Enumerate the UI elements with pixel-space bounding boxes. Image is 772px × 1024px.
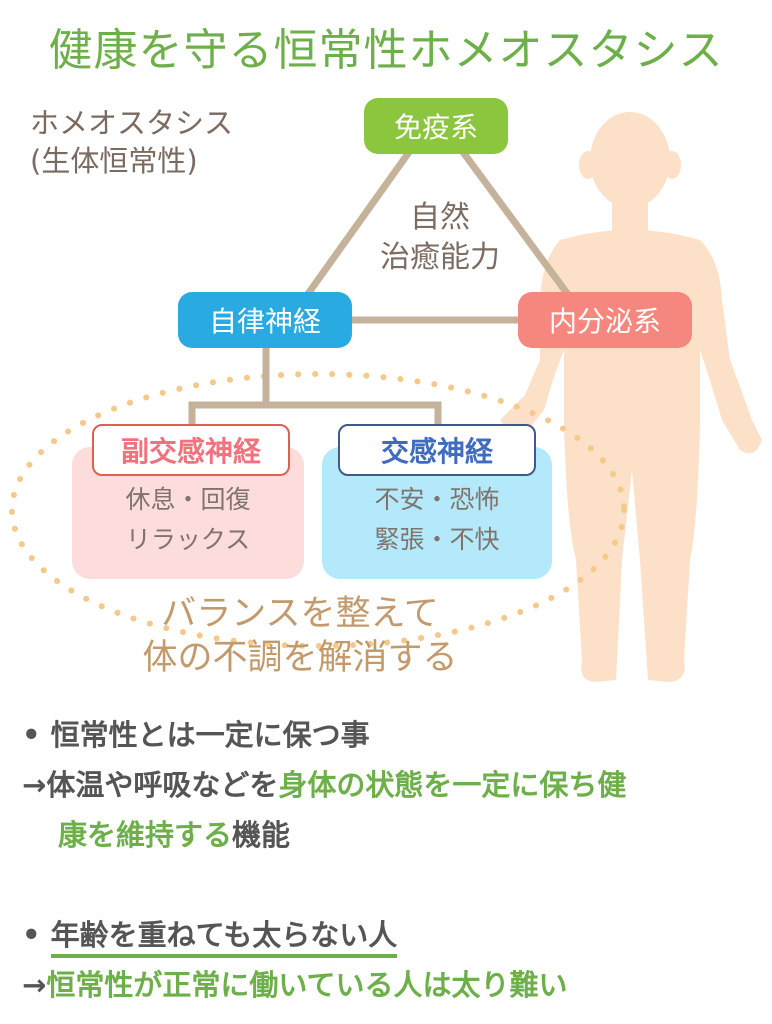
parasympathetic-label-text: 副交感神経 <box>120 435 261 468</box>
node-endocrine-system-label: 内分泌系 <box>548 305 661 338</box>
center-line-1: 自然 <box>410 200 470 235</box>
node-endocrine-system: 内分泌系 <box>518 292 692 348</box>
note-function-cont: 康を維持する機能 <box>58 812 290 854</box>
note-definition-text: 恒常性とは一定に保つ事 <box>50 718 370 752</box>
note-definition: • 恒常性とは一定に保つ事 <box>22 712 370 754</box>
sympathetic-line-1: 不安・恐怖 <box>374 485 500 514</box>
subtitle-line-2: (生体恒常性) <box>30 144 198 178</box>
note-function-highlight-b: 康を維持する <box>58 818 233 852</box>
bullet: • <box>22 718 41 752</box>
sympathetic-line-2: 緊張・不快 <box>374 525 500 554</box>
node-autonomic-nerves: 自律神経 <box>178 292 352 348</box>
note-function: →体温や呼吸などを身体の状態を一定に保ち健 <box>22 762 626 804</box>
bullet: • <box>22 918 41 952</box>
sympathetic-label-text: 交感神経 <box>380 435 493 468</box>
note-age: • 年齢を重ねても太らない人 <box>22 912 398 958</box>
balance-message: バランスを整えて 体の不調を解消する <box>90 592 510 680</box>
parasympathetic-line-1: 休息・回復 <box>125 485 251 514</box>
note-function-part2: 機能 <box>232 818 291 852</box>
parasympathetic-description: 休息・回復 リラックス <box>72 480 304 560</box>
arrow-icon: → <box>22 768 47 802</box>
node-immune-system: 免疫系 <box>364 98 508 154</box>
note-function-part1: 体温や呼吸などを <box>46 768 279 802</box>
note-function-highlight-a: 身体の状態を一定に保ち健 <box>278 768 627 802</box>
parasympathetic-label: 副交感神経 <box>92 424 290 476</box>
note-conclusion: →恒常性が正常に働いている人は太り難い <box>22 962 567 1004</box>
note-conclusion-text: 恒常性が正常に働いている人は太り難い <box>46 968 568 1002</box>
note-age-text: 年齢を重ねても太らない人 <box>50 918 398 958</box>
center-line-2: 治癒能力 <box>380 240 500 275</box>
page-title: 健康を守る恒常性ホメオスタシス <box>48 25 724 76</box>
homeostasis-subtitle: ホメオスタシス (生体恒常性) <box>30 104 233 180</box>
natural-healing-text: 自然 治癒能力 <box>350 198 530 278</box>
arrow-icon: → <box>22 968 47 1002</box>
balance-dotted-ellipse <box>9 371 627 649</box>
sympathetic-description: 不安・恐怖 緊張・不快 <box>322 480 552 560</box>
human-silhouette-icon <box>500 112 762 682</box>
node-autonomic-nerves-label: 自律神経 <box>208 305 321 338</box>
subtitle-line-1: ホメオスタシス <box>30 106 234 140</box>
sympathetic-label: 交感神経 <box>338 424 536 476</box>
balance-line-1: バランスを整えて <box>161 594 439 634</box>
triangle-connectors <box>188 145 575 428</box>
node-immune-system-label: 免疫系 <box>393 111 478 144</box>
balance-line-2: 体の不調を解消する <box>142 638 458 678</box>
parasympathetic-line-2: リラックス <box>125 525 251 554</box>
